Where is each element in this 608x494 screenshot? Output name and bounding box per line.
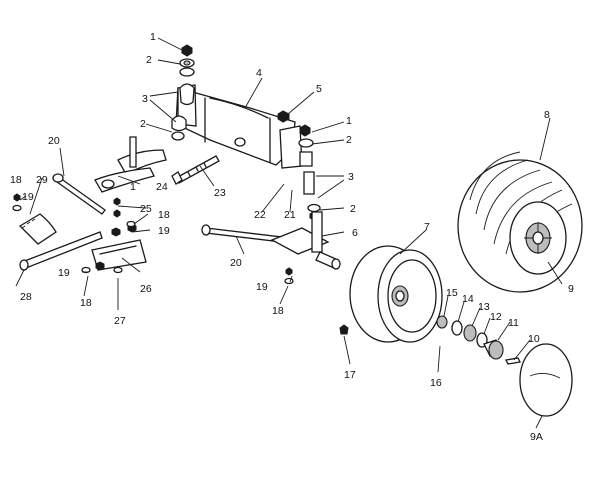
callout-2-right: 2 <box>346 134 352 146</box>
callout-22: 22 <box>254 209 266 221</box>
callout-18-center: 18 <box>158 209 170 221</box>
valve-stem <box>339 324 349 335</box>
callout-19-left: 19 <box>22 191 34 203</box>
callout-19-right: 19 <box>256 281 268 293</box>
right-spindle <box>270 211 341 270</box>
callout-2: 2 <box>146 54 152 66</box>
callout-18-right: 18 <box>272 305 284 317</box>
callout-12: 12 <box>490 311 502 323</box>
callout-24: 24 <box>156 181 168 193</box>
callout-19-center: 19 <box>158 225 170 237</box>
callout-2-lower: 2 <box>350 203 356 215</box>
callout-13: 13 <box>478 301 490 313</box>
drag-link <box>52 173 106 215</box>
pivot-bolt <box>171 155 220 185</box>
callout-17: 17 <box>344 369 356 381</box>
callout-5: 5 <box>316 83 322 95</box>
callout-11: 11 <box>508 317 519 329</box>
callout-1-right: 1 <box>346 115 352 127</box>
callout-9: 9 <box>568 283 574 295</box>
callout-20-center: 20 <box>230 257 242 269</box>
callout-10: 10 <box>528 333 540 345</box>
callout-labels: 1 2 3 4 5 1 2 2 3 1 20 18 29 19 24 23 25… <box>10 31 574 443</box>
hub-cap <box>519 343 573 417</box>
leader-lines <box>15 37 563 429</box>
callout-1-arm: 1 <box>130 181 136 193</box>
callout-25: 25 <box>140 203 152 215</box>
steering-arm <box>94 136 167 193</box>
callout-16: 16 <box>430 377 442 389</box>
callout-20-left: 20 <box>48 135 60 147</box>
callout-14: 14 <box>462 293 474 305</box>
tire <box>457 151 583 293</box>
callout-6: 6 <box>352 227 358 239</box>
callout-2-left: 2 <box>140 118 146 130</box>
callout-27: 27 <box>114 315 126 327</box>
callout-19-lower: 19 <box>58 267 70 279</box>
callout-9a: 9A <box>530 431 543 443</box>
callout-8: 8 <box>544 109 550 121</box>
callout-18-left: 18 <box>10 174 22 186</box>
callout-26: 26 <box>140 283 152 295</box>
top-left-hardware <box>171 44 195 141</box>
callout-7: 7 <box>424 221 430 233</box>
callout-4: 4 <box>256 67 262 79</box>
hub-hardware <box>436 315 521 365</box>
callout-29: 29 <box>36 174 48 186</box>
small-hardware <box>12 193 294 285</box>
callout-23: 23 <box>214 187 226 199</box>
callout-15: 15 <box>446 287 458 299</box>
callout-18-lower: 18 <box>80 297 92 309</box>
callout-28: 28 <box>20 291 32 303</box>
callout-1: 1 <box>150 31 156 43</box>
callout-3: 3 <box>142 93 148 105</box>
callout-21: 21 <box>284 209 296 221</box>
steering-sector-and-shaft <box>18 213 103 271</box>
callout-3-right: 3 <box>348 171 354 183</box>
wheel-rim <box>349 245 443 343</box>
front-axle-beam <box>175 84 303 169</box>
